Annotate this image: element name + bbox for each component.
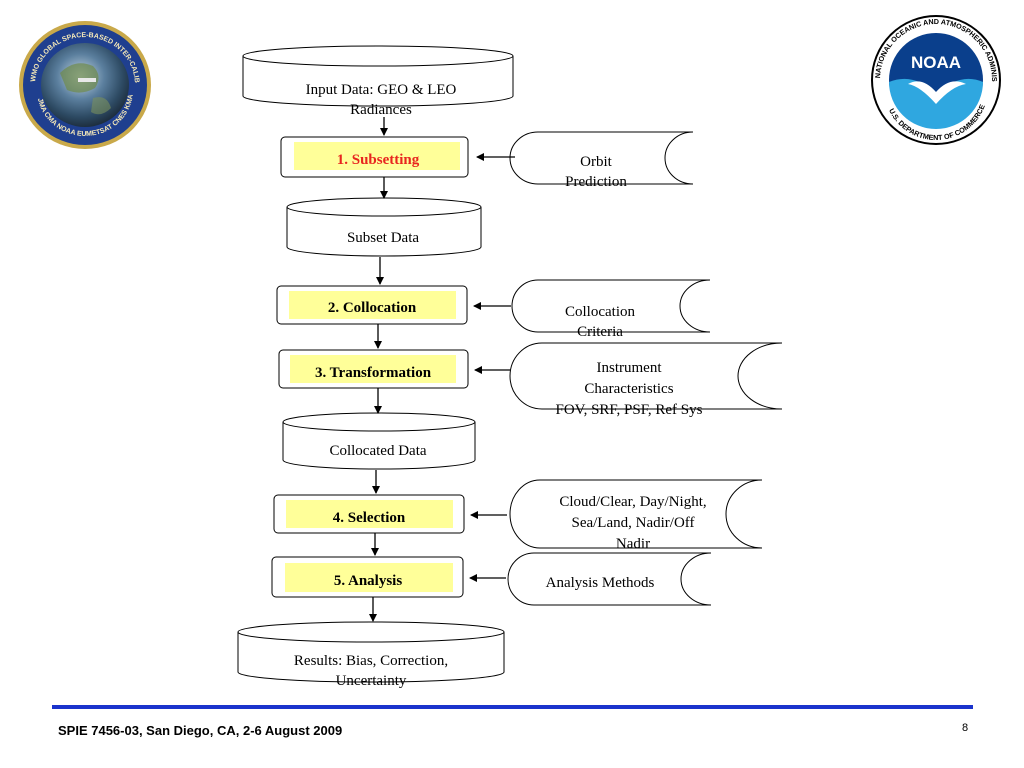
selection-line2: Sea/Land, Nadir/Off	[571, 515, 694, 531]
subset-data-label: Subset Data	[347, 230, 419, 246]
results-line2: Uncertainty	[336, 673, 407, 689]
selection-line1: Cloud/Clear, Day/Night,	[559, 494, 706, 510]
collocated-data-node: Collocated Data	[282, 412, 476, 470]
collocation-criteria-line1: Collocation	[565, 304, 635, 320]
step-analysis-label: 5. Analysis	[334, 573, 403, 589]
selection-line3: Nadir	[616, 536, 650, 552]
collocation-criteria-line2: Criteria	[577, 324, 623, 340]
input-data-line1: Input Data: GEO & LEO	[306, 82, 457, 98]
input-data-node: Input Data: GEO & LEO Radiances	[242, 45, 514, 118]
flowchart: Input Data: GEO & LEO Radiances 1. Subse…	[237, 45, 783, 689]
step-transformation: 3. Transformation	[278, 349, 469, 389]
analysis-methods-label: Analysis Methods	[546, 575, 655, 591]
step-selection: 4. Selection	[273, 494, 465, 534]
seagull-icon	[908, 81, 966, 104]
orbit-prediction-line1: Orbit	[580, 154, 612, 170]
step-selection-label: 4. Selection	[333, 510, 406, 526]
noaa-wordmark: NOAA	[911, 53, 961, 72]
collocation-criteria-node: Collocation Criteria	[511, 279, 711, 340]
collocated-data-label: Collocated Data	[329, 443, 426, 459]
satellite-icon	[78, 78, 96, 82]
footer-rule	[52, 705, 973, 709]
noaa-logo: NOAA NATIONAL OCEANIC AND ATMOSPHERIC AD…	[870, 14, 1001, 145]
analysis-methods-node: Analysis Methods	[507, 552, 712, 606]
orbit-prediction-node: Orbit Prediction	[509, 131, 694, 190]
step-analysis: 5. Analysis	[271, 556, 464, 598]
gsics-logo: WMO GLOBAL SPACE-BASED INTER-CALIBRATION…	[15, 18, 151, 149]
step-transformation-label: 3. Transformation	[315, 365, 432, 381]
selection-criteria-node: Cloud/Clear, Day/Night, Sea/Land, Nadir/…	[509, 479, 763, 552]
results-node: Results: Bias, Correction, Uncertainty	[237, 621, 505, 689]
step-subsetting: 1. Subsetting	[280, 136, 469, 178]
footer-citation: SPIE 7456-03, San Diego, CA, 2-6 August …	[58, 723, 343, 738]
instrument-characteristics-node: Instrument Characteristics FOV, SRF, PSF…	[509, 342, 783, 418]
step-subsetting-label: 1. Subsetting	[337, 152, 420, 168]
instrument-line2: Characteristics	[584, 381, 673, 397]
input-data-line2: Radiances	[350, 102, 412, 118]
subset-data-node: Subset Data	[286, 197, 482, 257]
instrument-line1: Instrument	[597, 360, 663, 376]
step-collocation-label: 2. Collocation	[328, 300, 417, 316]
step-collocation: 2. Collocation	[276, 285, 468, 325]
instrument-line3: FOV, SRF, PSF, Ref Sys	[556, 402, 703, 418]
orbit-prediction-line2: Prediction	[565, 174, 627, 190]
results-line1: Results: Bias, Correction,	[294, 653, 448, 669]
page-number: 8	[962, 722, 969, 734]
